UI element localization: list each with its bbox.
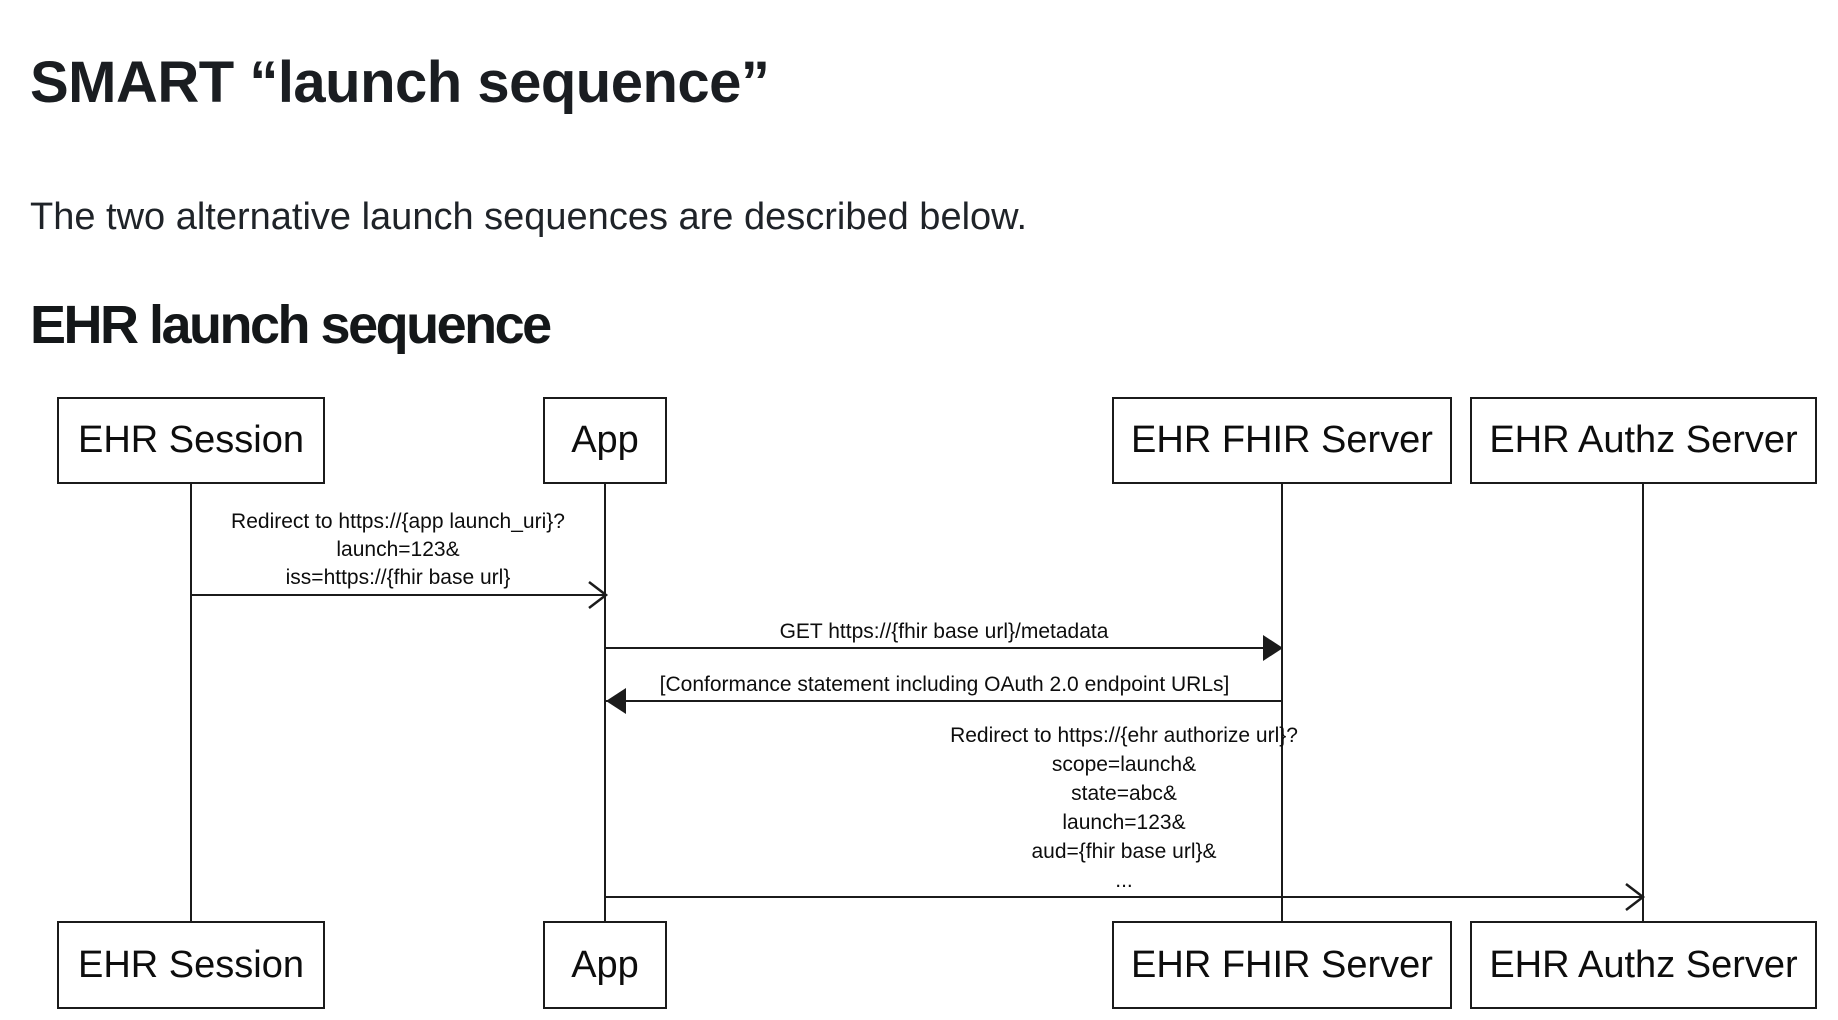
lifeline-ehr-session — [190, 484, 192, 921]
message-1-line-3: iss=https://{fhir base url} — [285, 566, 511, 589]
actor-label: EHR Session — [78, 943, 304, 986]
solid-arrowhead-icon — [1263, 635, 1283, 661]
actor-box-ehr-authz-server-bottom: EHR Authz Server — [1470, 921, 1817, 1009]
actor-box-app-bottom: App — [543, 921, 667, 1009]
message-1-line-2: launch=123& — [336, 538, 460, 561]
open-arrowhead-icon — [588, 581, 609, 609]
message-2-arrow — [605, 647, 1283, 649]
actor-box-ehr-authz-server-top: EHR Authz Server — [1470, 397, 1817, 484]
actor-label: EHR Authz Server — [1489, 943, 1798, 986]
message-4-label: Redirect to https://{ehr authorize url}?… — [605, 721, 1643, 895]
actor-box-app-top: App — [543, 397, 667, 484]
message-3-label: [Conformance statement including OAuth 2… — [606, 672, 1283, 698]
intro-paragraph: The two alternative launch sequences are… — [30, 196, 1028, 238]
actor-box-ehr-session-top: EHR Session — [57, 397, 325, 484]
lifeline-ehr-authz-server — [1642, 484, 1644, 921]
actor-box-ehr-session-bottom: EHR Session — [57, 921, 325, 1009]
message-1-line-1: Redirect to https://{app launch_uri}? — [231, 510, 565, 533]
message-1-label: Redirect to https://{app launch_uri}? la… — [191, 508, 605, 592]
message-4-line-6: ... — [1115, 869, 1133, 892]
actor-label: EHR FHIR Server — [1131, 943, 1433, 986]
message-2-line-1: GET https://{fhir base url}/metadata — [779, 620, 1109, 643]
actor-box-ehr-fhir-server-top: EHR FHIR Server — [1112, 397, 1452, 484]
message-4-arrow — [605, 896, 1643, 898]
actor-label: EHR Session — [78, 419, 304, 461]
actor-label: App — [571, 419, 639, 461]
page-title: SMART “launch sequence” — [30, 49, 770, 115]
lifeline-app — [604, 484, 606, 921]
message-3-arrow — [606, 700, 1283, 702]
actor-box-ehr-fhir-server-bottom: EHR FHIR Server — [1112, 921, 1452, 1009]
message-1-arrow — [191, 594, 605, 596]
message-4-line-2: scope=launch& — [1051, 753, 1197, 776]
message-4-line-1: Redirect to https://{ehr authorize url}? — [950, 724, 1298, 747]
section-heading: EHR launch sequence — [30, 294, 552, 355]
message-4-line-5: aud={fhir base url}& — [1031, 840, 1217, 863]
actor-label: App — [571, 943, 639, 986]
open-arrowhead-icon — [1625, 883, 1646, 911]
message-4-line-3: state=abc& — [1071, 782, 1177, 805]
message-2-label: GET https://{fhir base url}/metadata — [605, 619, 1283, 645]
solid-arrowhead-icon — [606, 688, 626, 714]
message-4-line-4: launch=123& — [1062, 811, 1186, 834]
actor-label: EHR Authz Server — [1489, 419, 1798, 461]
actor-label: EHR FHIR Server — [1131, 419, 1433, 461]
message-3-line-1: [Conformance statement including OAuth 2… — [659, 673, 1230, 696]
lifeline-ehr-fhir-server — [1281, 484, 1283, 921]
